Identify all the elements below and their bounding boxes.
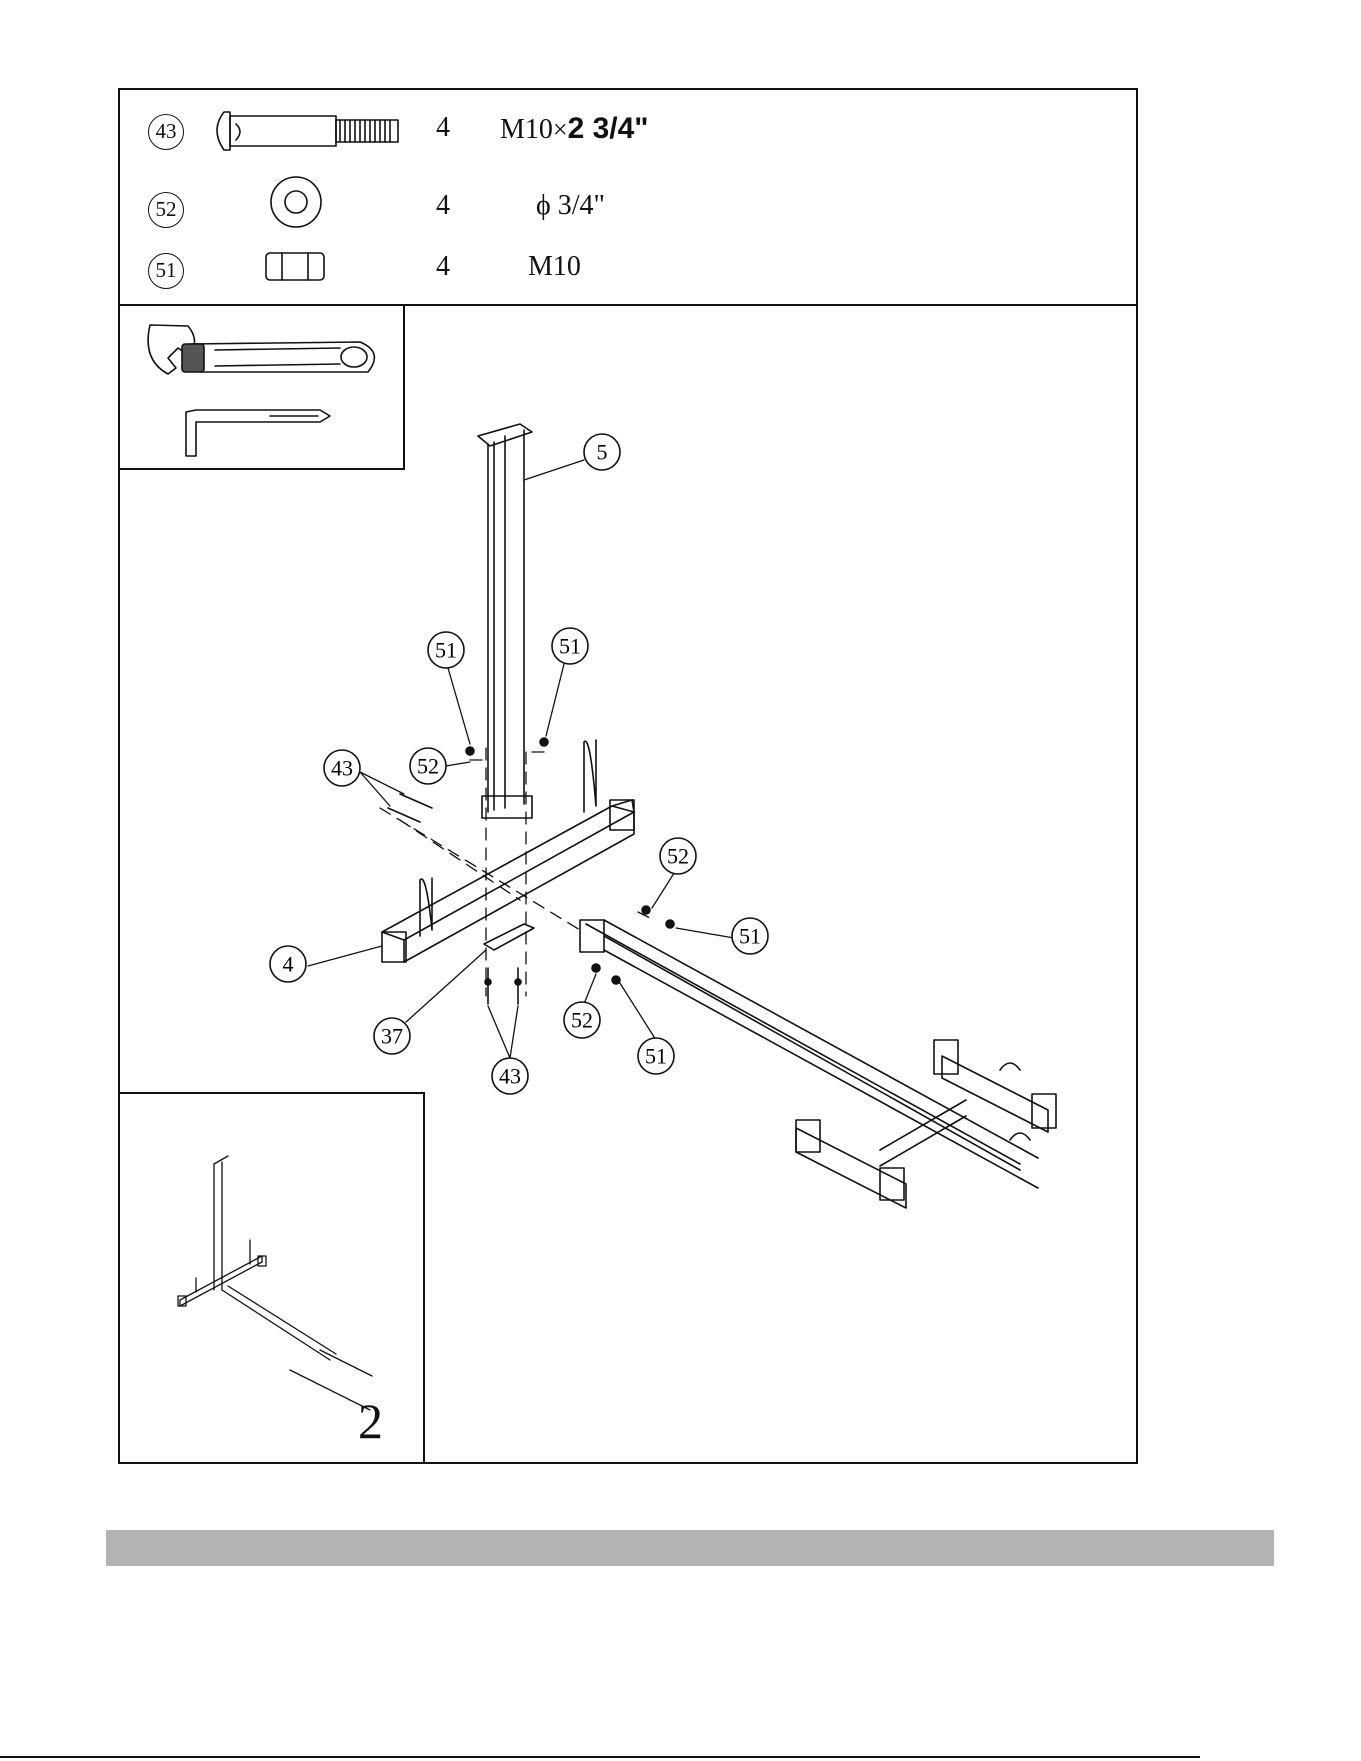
nut-icon — [266, 253, 324, 280]
lower-bolts-43 — [488, 968, 518, 1004]
side-bolts-43 — [388, 794, 432, 822]
allen-key-icon — [186, 410, 330, 456]
svg-text:52: 52 — [667, 844, 689, 869]
callout-51: 51 — [732, 918, 768, 954]
callout-4: 4 — [270, 946, 306, 982]
svg-text:52: 52 — [417, 754, 439, 779]
callout-51: 51 — [552, 628, 588, 664]
svg-text:51: 51 — [645, 1044, 667, 1069]
callout-52: 52 — [564, 1002, 600, 1038]
washer-icon — [271, 177, 321, 227]
adjustable-wrench-icon — [148, 325, 374, 374]
svg-text:5: 5 — [597, 440, 608, 465]
svg-text:37: 37 — [381, 1024, 403, 1049]
callout-37: 37 — [374, 1018, 410, 1054]
svg-text:52: 52 — [571, 1008, 593, 1033]
svg-text:51: 51 — [739, 924, 761, 949]
svg-text:4: 4 — [283, 952, 294, 977]
callout-51: 51 — [638, 1038, 674, 1074]
carriage-bolt-icon — [217, 112, 398, 150]
overview-mini-drawing — [178, 1156, 372, 1410]
callout-5: 5 — [584, 434, 620, 470]
svg-text:43: 43 — [331, 756, 353, 781]
callout-43: 43 — [492, 1058, 528, 1094]
svg-text:51: 51 — [559, 634, 581, 659]
svg-text:43: 43 — [499, 1064, 521, 1089]
callout-52: 52 — [410, 748, 446, 784]
callout-51: 51 — [428, 632, 464, 668]
callout-52: 52 — [660, 838, 696, 874]
svg-text:51: 51 — [435, 638, 457, 663]
callout-43: 43 — [324, 750, 360, 786]
